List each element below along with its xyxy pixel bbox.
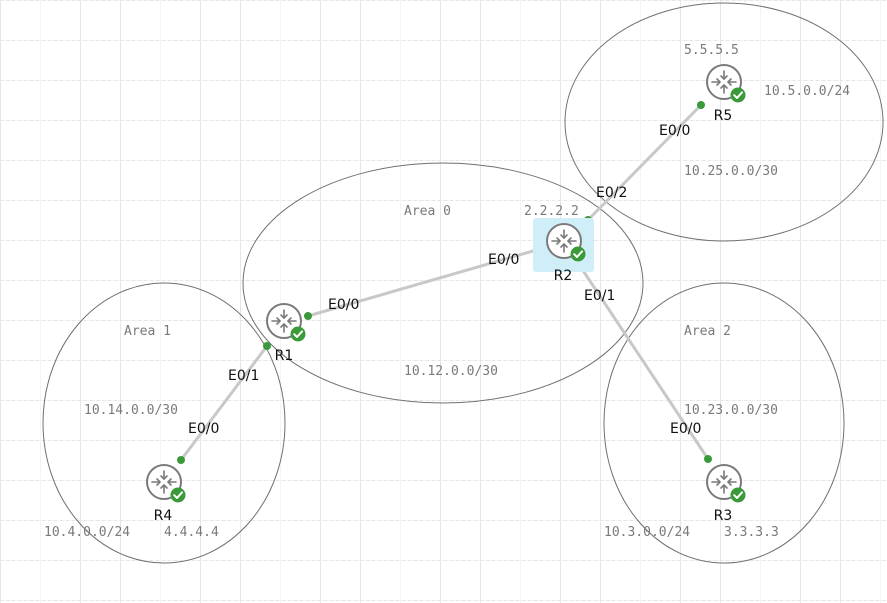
interface-r3-e00: E0/0 — [670, 421, 701, 437]
subnet-area-1: 10.14.0.0/30 — [84, 403, 178, 418]
link-r2-r3[interactable] — [578, 264, 710, 461]
area-r5-ellipse[interactable] — [564, 2, 884, 242]
link-r2-r5[interactable] — [586, 103, 703, 222]
router-r3-name: R3 — [714, 508, 733, 524]
area-2-label: Area 2 — [684, 324, 731, 339]
interface-r2-e02: E0/2 — [596, 185, 627, 201]
router-r4[interactable] — [146, 464, 187, 504]
port-dot-r4-e00 — [177, 456, 185, 464]
interface-r2-e01: E0/1 — [584, 288, 615, 304]
lan-area-1: 10.4.0.0/24 — [44, 525, 130, 540]
interface-r2-e00: E0/0 — [488, 252, 519, 268]
link-r1-r4[interactable] — [179, 344, 269, 462]
check-circle-icon — [729, 86, 747, 104]
router-r2-name: R2 — [554, 268, 573, 284]
check-circle-icon — [289, 325, 307, 343]
link-r1-r2[interactable] — [306, 247, 542, 318]
port-dot-r3-e00 — [704, 455, 712, 463]
lan-area-2: 10.3.0.0/24 — [604, 525, 690, 540]
router-r1[interactable] — [266, 303, 307, 343]
port-dot-r1-e01 — [263, 342, 271, 350]
area-0-ellipse[interactable] — [242, 162, 644, 404]
port-dot-r5-e00 — [697, 101, 705, 109]
router-r3[interactable] — [706, 464, 747, 504]
area-1-ellipse[interactable] — [42, 282, 286, 564]
area-1-label: Area 1 — [124, 324, 171, 339]
check-circle-icon — [569, 245, 587, 263]
router-r5-id: 5.5.5.5 — [684, 43, 739, 58]
router-r2-id: 2.2.2.2 — [524, 204, 579, 219]
interface-r1-e00: E0/0 — [328, 297, 359, 313]
subnet-area-2: 10.23.0.0/30 — [684, 403, 778, 418]
interface-r1-e01: E0/1 — [228, 368, 259, 384]
interface-r4-e00: E0/0 — [188, 421, 219, 437]
subnet-r5: 10.25.0.0/30 — [684, 164, 778, 179]
lan-r5: 10.5.0.0/24 — [764, 84, 850, 99]
router-r1-name: R1 — [275, 348, 294, 364]
check-circle-icon — [729, 486, 747, 504]
router-r4-name: R4 — [154, 508, 173, 524]
area-2-ellipse[interactable] — [603, 282, 845, 564]
router-r3-id: 3.3.3.3 — [724, 525, 779, 540]
router-r5-name: R5 — [714, 108, 733, 124]
area-0-label: Area 0 — [404, 204, 451, 219]
check-circle-icon — [169, 486, 187, 504]
router-r5[interactable] — [706, 64, 747, 104]
interface-r5-e00: E0/0 — [659, 123, 690, 139]
router-r4-id: 4.4.4.4 — [164, 525, 219, 540]
subnet-area-0: 10.12.0.0/30 — [404, 364, 498, 379]
port-dot-r1-e00 — [304, 312, 312, 320]
